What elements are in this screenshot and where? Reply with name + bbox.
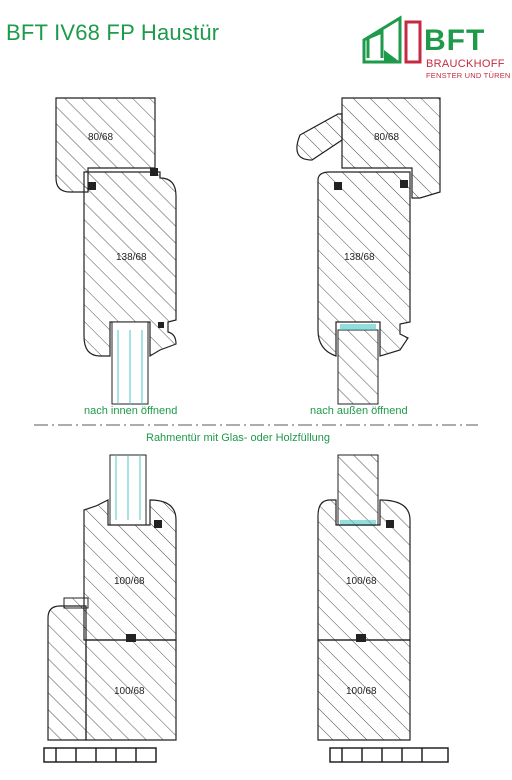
section-top-right: 80/68 138/68 [296, 97, 441, 405]
lower-label: 100/68 [346, 686, 377, 697]
caption-outward: nach außen öffnend [310, 405, 408, 417]
seal [158, 322, 164, 328]
seal [126, 634, 136, 642]
sash-label: 138/68 [344, 252, 375, 263]
section-bottom-left: 100/68 100/68 [43, 454, 177, 763]
frame-label: 80/68 [88, 132, 113, 143]
logo-brand: BFT [424, 24, 486, 57]
rail-profile [83, 499, 177, 641]
page-title: BFT IV68 FP Haustür [6, 20, 220, 45]
upper-label: 100/68 [346, 576, 377, 587]
threshold [43, 747, 157, 763]
seal [334, 182, 342, 190]
sash-profile [317, 171, 411, 357]
section-top-left: 80/68 138/68 [55, 97, 177, 405]
glass-strip [340, 520, 376, 526]
logo-brand-line1: BRAUCKHOFF [426, 58, 505, 70]
seal [386, 520, 394, 528]
bft-logo-mark [362, 15, 422, 64]
upper-label: 100/68 [114, 576, 145, 587]
weather-bar [296, 113, 343, 161]
frame-profile [55, 97, 156, 193]
sash-profile [83, 171, 177, 358]
caption-middle: Rahmentür mit Glas- oder Holzfüllung [146, 432, 331, 444]
weather-bar-top [63, 597, 89, 609]
caption-inward: nach innen öffnend [84, 405, 178, 417]
frame-label: 80/68 [374, 132, 399, 143]
frame-profile [341, 97, 441, 199]
threshold [329, 747, 449, 763]
seal [400, 180, 408, 188]
bottom-rail-profile [85, 639, 177, 741]
wood-panel [337, 454, 379, 526]
weather-bar [47, 605, 87, 741]
logo-brand-line2: FENSTER UND TÜREN [426, 71, 511, 80]
wood-panel [337, 329, 379, 405]
bottom-rail-profile [317, 639, 411, 741]
seal [150, 168, 158, 176]
rail-profile [317, 499, 411, 641]
seal [356, 634, 366, 642]
seal [154, 520, 162, 528]
glass-strip [340, 324, 376, 330]
sash-label: 138/68 [116, 252, 147, 263]
lower-label: 100/68 [114, 686, 145, 697]
seal [88, 182, 96, 190]
section-bottom-right: 100/68 100/68 [317, 454, 449, 763]
